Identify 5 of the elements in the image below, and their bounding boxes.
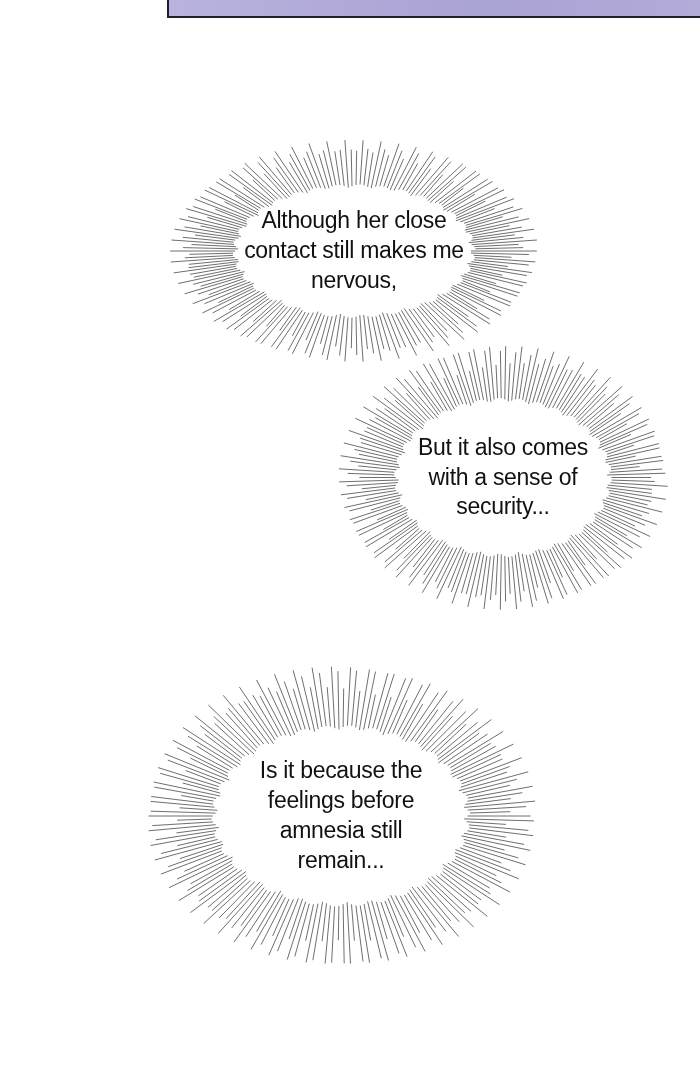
thought-bubble — [338, 345, 668, 610]
thought-bubble — [170, 140, 538, 362]
bubble-text: Is it because the feelings before amnesia still remain... — [258, 756, 424, 875]
bubble-text: But it also comes with a sense of security... — [417, 432, 589, 522]
bubble-text: Although her close contact still makes me nervous, — [243, 206, 465, 295]
